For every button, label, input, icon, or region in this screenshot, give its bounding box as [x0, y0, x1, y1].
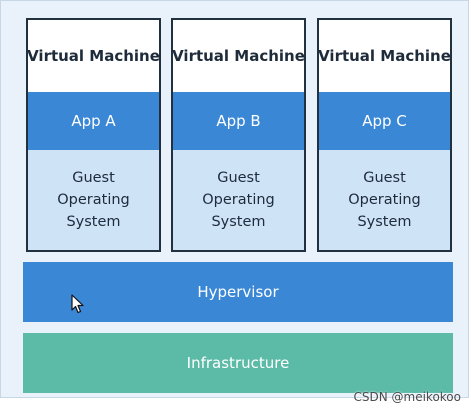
guest-os-block: Guest Operating System [28, 150, 159, 250]
app-block: App C [319, 92, 450, 150]
vm-title: Virtual Machine [172, 47, 305, 65]
vm-title: Virtual Machine [27, 47, 160, 65]
guest-os-block: Guest Operating System [173, 150, 304, 250]
watermark: CSDN @meikokoo [353, 390, 461, 404]
guest-os-block: Guest Operating System [319, 150, 450, 250]
virtual-machine-3: Virtual Machine App C Guest Operating Sy… [317, 18, 452, 252]
infrastructure-layer: Infrastructure [23, 333, 453, 393]
vm-title: Virtual Machine [318, 47, 451, 65]
hypervisor-layer: Hypervisor [23, 262, 453, 322]
virtual-machine-2: Virtual Machine App B Guest Operating Sy… [171, 18, 306, 252]
app-block: App B [173, 92, 304, 150]
virtual-machine-1: Virtual Machine App A Guest Operating Sy… [26, 18, 161, 252]
virtualization-diagram: Virtual Machine App A Guest Operating Sy… [0, 0, 469, 398]
app-block: App A [28, 92, 159, 150]
arrow-cursor-icon [71, 294, 84, 314]
